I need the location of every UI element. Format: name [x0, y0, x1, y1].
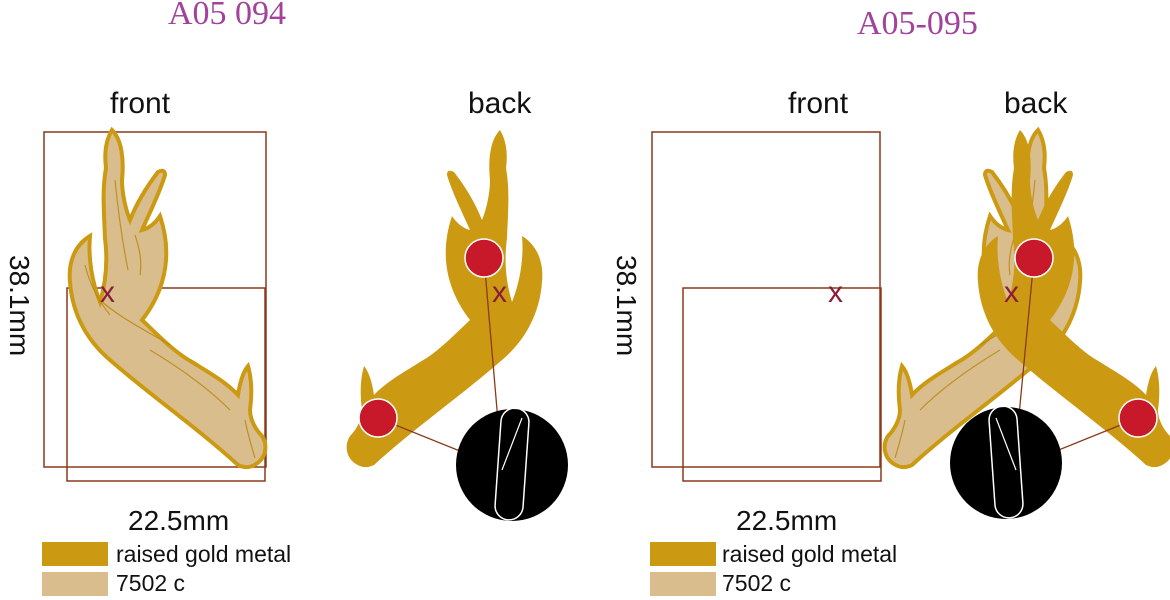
- attachment-point-top: [464, 238, 504, 278]
- back-view-label: back: [1004, 87, 1068, 120]
- front-x-mark: x: [100, 276, 115, 309]
- front-x-mark: x: [828, 276, 843, 309]
- width-dimension-label: 22.5mm: [736, 505, 837, 536]
- design-a05-095: A05-095 front 38.1mm x 22.5mm back x: [611, 5, 1170, 596]
- pin-clutch-back: [456, 407, 568, 521]
- height-dimension-label: 38.1mm: [4, 255, 35, 356]
- width-dimension-label: 22.5mm: [128, 505, 229, 536]
- legend-swatch-7502c: [42, 572, 108, 596]
- legend-label-7502c: 7502 c: [116, 570, 185, 596]
- attachment-point-top: [1014, 238, 1054, 278]
- design-code-title: A05 094: [168, 0, 286, 32]
- design-code-title: A05-095: [857, 5, 978, 42]
- attachment-point-base: [1118, 398, 1158, 438]
- back-x-mark: x: [1004, 276, 1019, 309]
- height-dimension-label: 38.1mm: [611, 255, 642, 356]
- height-dimension-frame: [651, 131, 881, 468]
- width-dimension-frame: [682, 287, 882, 482]
- pin-clutch-back: [950, 405, 1062, 519]
- legend-label-raised-gold: raised gold metal: [116, 541, 291, 567]
- legend-swatch-raised-gold: [42, 542, 108, 566]
- back-x-mark: x: [492, 276, 507, 309]
- legend-swatch-raised-gold: [650, 542, 716, 566]
- legend-label-7502c: 7502 c: [722, 570, 791, 596]
- back-view-label: back: [468, 87, 532, 120]
- color-legend: raised gold metal 7502 c: [650, 541, 897, 596]
- attachment-point-base: [358, 398, 398, 438]
- legend-label-raised-gold: raised gold metal: [722, 541, 897, 567]
- width-dimension-frame: [66, 287, 266, 482]
- height-dimension-frame: [43, 131, 267, 468]
- color-legend: raised gold metal 7502 c: [42, 541, 291, 596]
- design-a05-094: A05 094 front 38.1mm x 22.5mm back x: [4, 0, 568, 596]
- front-view-label: front: [110, 87, 171, 120]
- legend-swatch-7502c: [650, 572, 716, 596]
- front-view-label: front: [788, 87, 849, 120]
